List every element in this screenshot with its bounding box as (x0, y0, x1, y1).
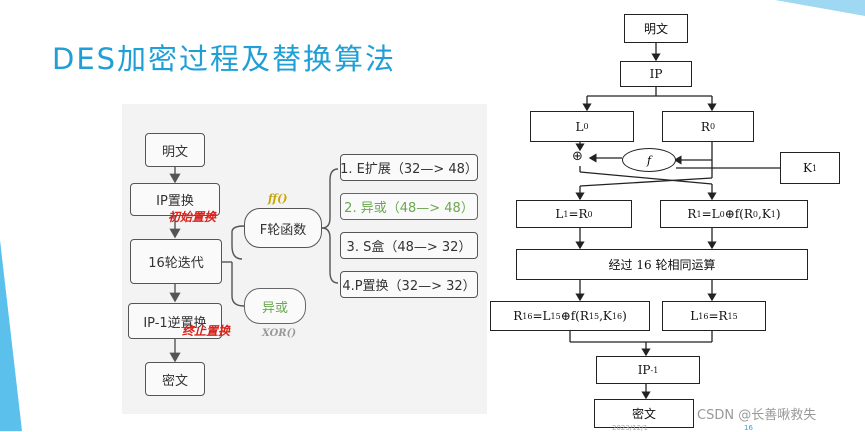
right-ip-box: IP (620, 61, 692, 87)
initial-permutation-note: 初始置换 (168, 210, 217, 224)
right-plaintext-box: 明文 (624, 14, 688, 43)
f-round-function-box: F轮函数 (244, 208, 322, 248)
xor-operator-symbol: ⊕ (572, 149, 583, 164)
slide-title: DES加密过程及替换算法 (52, 42, 397, 76)
xor-function-box: 异或 (244, 288, 306, 324)
plaintext-box: 明文 (145, 133, 205, 167)
slide-page-number: 16 (744, 424, 753, 432)
ip-permutation-box: IP置换 (130, 183, 220, 216)
f-function-oval: f (622, 148, 676, 172)
csdn-watermark: CSDN @长善啾救失 (697, 408, 817, 423)
decorative-triangle-left (0, 240, 22, 431)
step-p-permutation: 4.P置换（32—> 32） (340, 271, 478, 298)
final-permutation-note: 终止置换 (182, 324, 231, 338)
decorative-triangle-right (775, 0, 865, 16)
xor-label: XOR() (262, 328, 297, 339)
step-s-box: 3. S盒（48—> 32） (340, 232, 478, 259)
step-e-expansion: 1. E扩展（32—> 48） (340, 154, 478, 181)
ip-inverse-box-right: IP-1 (596, 356, 700, 384)
f-function-label: ff() (268, 192, 288, 205)
step-xor: 2. 异或（48—> 48） (340, 193, 478, 220)
slide-date: 2023/12/1 (612, 424, 648, 432)
sixteen-rounds-box: 16轮迭代 (130, 239, 222, 284)
ip-inverse-box: IP-1逆置换 (128, 303, 222, 339)
sixteen-rounds-box-right: 经过 16 轮相同运算 (516, 249, 808, 280)
ciphertext-box: 密文 (145, 362, 205, 396)
right-ciphertext-box: 密文 (594, 399, 694, 428)
